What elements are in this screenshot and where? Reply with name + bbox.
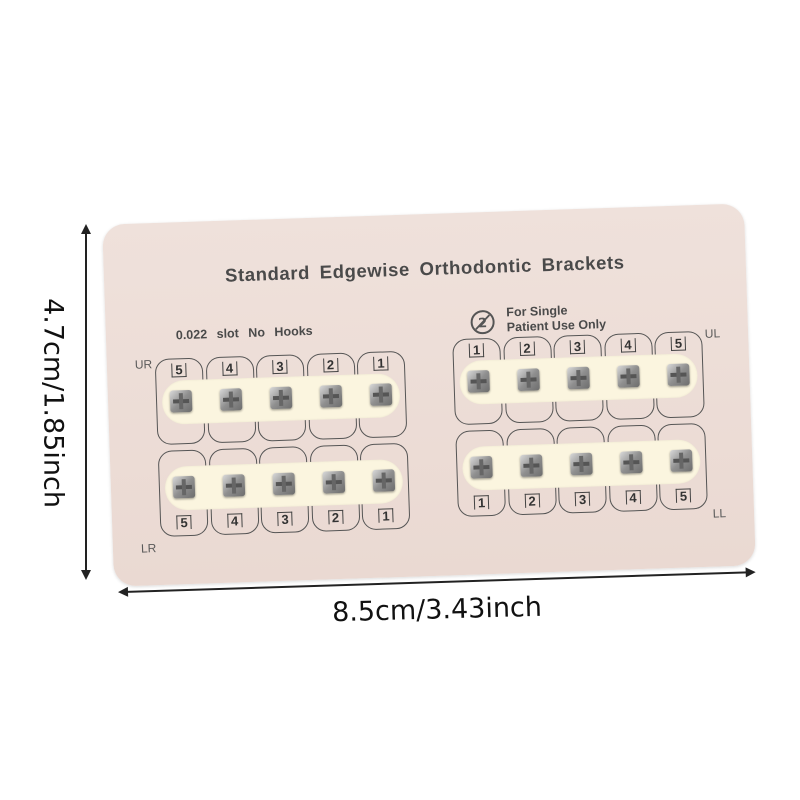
bracket <box>269 386 293 410</box>
arrow-right-icon <box>745 567 756 578</box>
bracket <box>222 474 246 497</box>
lower-right-group: 5 4 3 2 1 <box>157 442 411 539</box>
upper-right-group: 5 4 3 2 1 <box>154 350 408 447</box>
bracket <box>169 389 193 413</box>
arrow-left-icon <box>117 586 129 598</box>
quadrant-label-lr: LR <box>140 541 157 556</box>
bracket <box>470 455 493 479</box>
bracket <box>517 368 540 392</box>
single-use-notice: For Single Patient Use Only <box>506 303 607 335</box>
width-label: 8.5cm/3.43inch <box>331 591 543 629</box>
height-dimension-line <box>85 228 87 578</box>
slot-info: 0.022 slot No Hooks <box>175 323 313 343</box>
bracket <box>369 383 393 406</box>
bracket <box>172 475 196 499</box>
bracket <box>617 365 640 388</box>
svg-text:2: 2 <box>478 316 488 331</box>
quadrant-label-ul: UL <box>704 326 721 341</box>
lower-left-group: 1 2 3 4 5 <box>455 422 708 519</box>
bracket <box>219 388 243 411</box>
bracket <box>570 452 593 476</box>
bracket <box>372 469 396 492</box>
bracket <box>520 454 543 478</box>
height-label: 4.7cm/1.85inch <box>37 298 69 508</box>
upper-left-group: 1 2 3 4 5 <box>452 330 705 427</box>
bracket <box>467 369 490 393</box>
bracket <box>272 472 296 496</box>
bracket <box>667 363 690 387</box>
bracket <box>322 470 346 494</box>
do-not-reuse-icon: 2 <box>470 309 496 335</box>
quadrant-label-ll: LL <box>712 506 727 521</box>
bracket <box>619 450 643 474</box>
card-title: Standard Edgewise Orthodontic Brackets <box>224 251 625 286</box>
arrow-down-icon <box>81 570 91 580</box>
bracket <box>669 449 693 473</box>
bracket <box>567 366 590 390</box>
bracket <box>319 384 343 408</box>
bracket-card: Standard Edgewise Orthodontic Brackets 0… <box>102 203 756 587</box>
arrow-up-icon <box>81 224 91 234</box>
quadrant-label-ur: UR <box>134 357 153 372</box>
